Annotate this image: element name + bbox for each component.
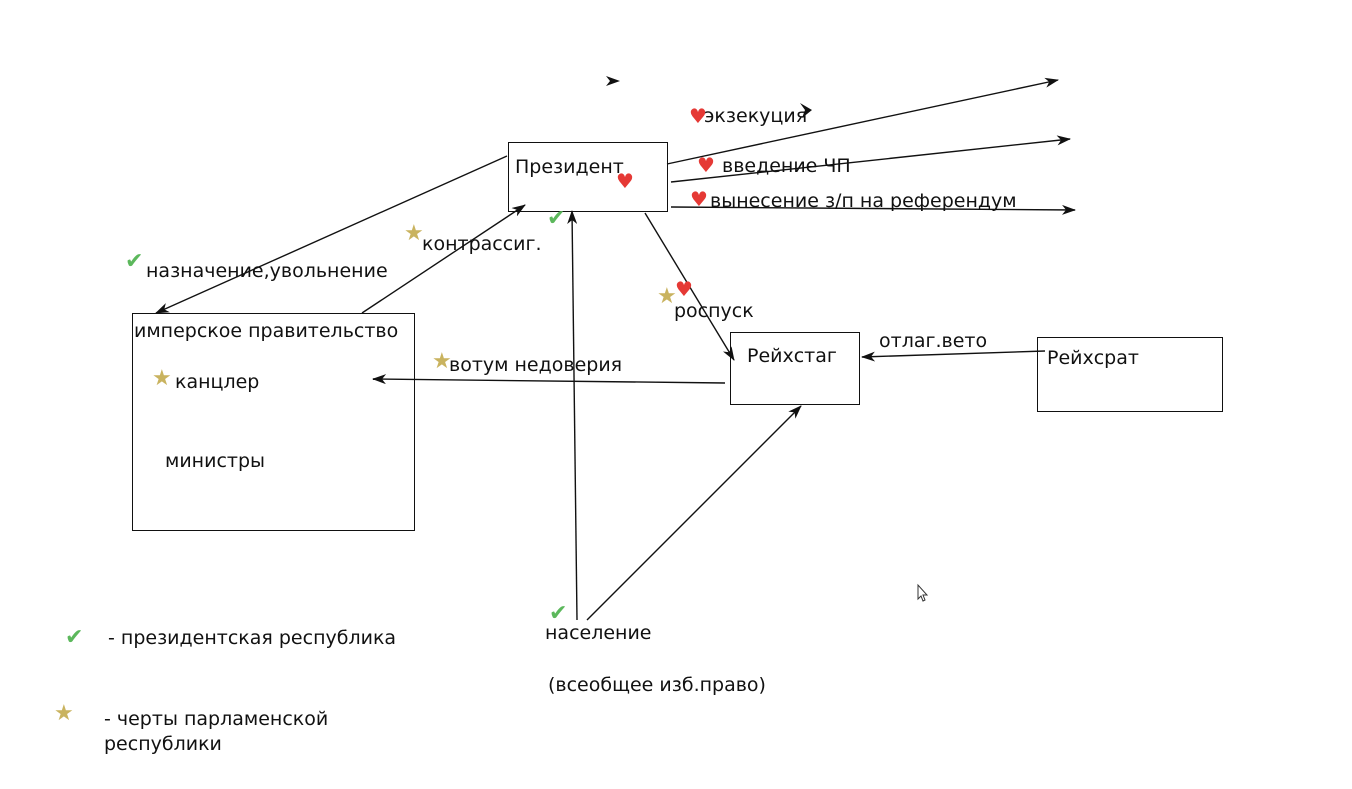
reichstag-box: [730, 332, 860, 405]
arrow-veto: [861, 350, 1046, 362]
cursor-icon: [917, 583, 929, 602]
check-icon: ✔: [547, 206, 566, 231]
emergency-label: введение ЧП: [722, 155, 851, 177]
legend-presidential: - президентская республика: [108, 627, 397, 649]
arrow-execution: [666, 77, 1059, 165]
arrow-countersign: [361, 204, 526, 314]
suffrage-label: (всеобщее изб.право): [548, 674, 766, 696]
arrow-no-confidence: [372, 374, 726, 385]
stray-arrowhead-mark: [606, 76, 620, 86]
heart-icon: ♥: [697, 153, 715, 177]
star-icon: ★: [54, 701, 74, 726]
arrow-referendum: [670, 204, 1076, 215]
president-box: [508, 142, 668, 212]
check-icon: ✔: [125, 249, 144, 274]
star-icon: ★: [404, 221, 424, 246]
star-icon: ★: [657, 284, 677, 309]
stray-arrowhead-mark: [800, 103, 812, 118]
government-box: [132, 313, 415, 531]
countersign-label: контрассиг.: [422, 233, 542, 255]
heart-icon: ♥: [689, 104, 707, 128]
arrow-population-reichstag: [586, 405, 802, 621]
execution-label: экзекуция: [704, 105, 808, 127]
star-icon: ★: [152, 366, 172, 391]
arrow-emergency: [670, 135, 1071, 183]
heart-icon: ♥: [690, 187, 708, 211]
arrow-population-president: [567, 210, 578, 621]
arrow-dissolve: [644, 212, 735, 361]
reichstag-label: Рейхстаг: [747, 345, 837, 367]
appoint-label: назначение,увольнение: [146, 260, 388, 282]
ministers-label: министры: [165, 450, 266, 472]
chancellor-label: канцлер: [175, 371, 260, 393]
star-icon: ★: [432, 349, 452, 374]
veto-label: отлаг.вето: [879, 330, 988, 352]
arrow-appoint: [155, 155, 508, 314]
president-label: Президент: [515, 156, 624, 178]
heart-icon: ♥: [616, 169, 634, 193]
government-label: имперское правительство: [134, 320, 399, 342]
reichsrat-box: [1037, 337, 1223, 412]
population-label: население: [545, 622, 652, 644]
legend-parliamentary: - черты парламенской республики: [104, 708, 329, 755]
reichsrat-label: Рейхсрат: [1047, 347, 1139, 369]
dissolve-label: роспуск: [674, 300, 754, 322]
check-icon: ✔: [65, 625, 84, 650]
heart-icon: ♥: [675, 277, 693, 301]
check-icon: ✔: [549, 601, 568, 626]
referendum-label: вынесение з/п на референдум: [710, 190, 1017, 212]
no-confidence-label: вотум недоверия: [449, 354, 623, 376]
